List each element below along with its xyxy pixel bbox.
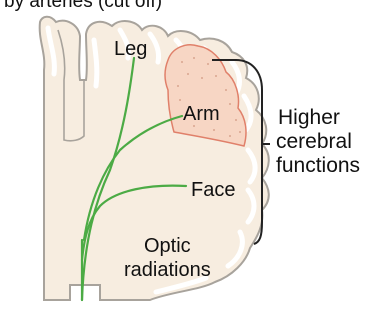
top-caption: by arteries (cut off) <box>4 0 162 12</box>
label-cerebral: cerebral <box>276 130 352 153</box>
label-functions: functions <box>276 154 360 177</box>
label-optic: Optic <box>144 235 191 257</box>
label-radiations: radiations <box>124 259 211 281</box>
label-arm: Arm <box>183 103 220 125</box>
label-higher: Higher <box>278 106 340 129</box>
label-leg: Leg <box>114 38 147 60</box>
label-face: Face <box>191 179 235 201</box>
